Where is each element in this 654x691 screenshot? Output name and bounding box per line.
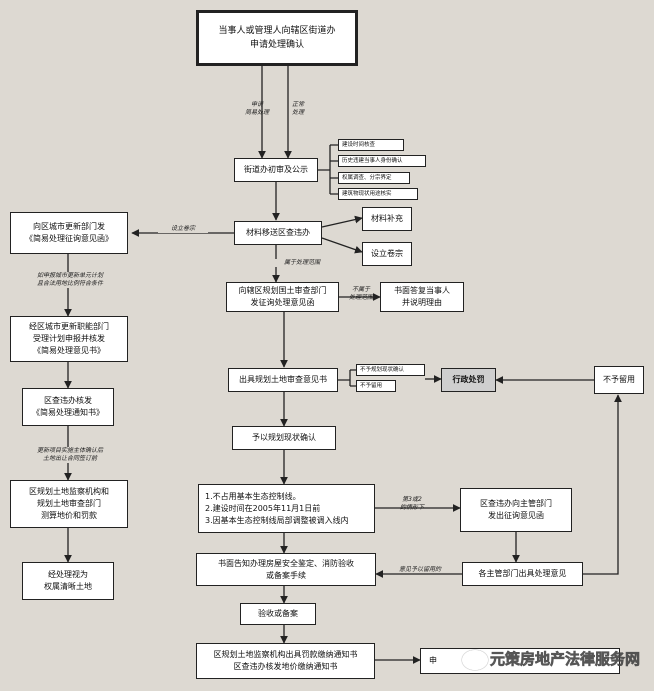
node-safety-notice: 书面告知办理房屋安全鉴定、消防验收 或备案手续: [196, 553, 376, 586]
node-confirm-status: 予以规划现状确认: [232, 426, 336, 450]
edge-n4-n6: [321, 237, 363, 254]
node-authority-opinion: 各主管部门出具处理意见: [462, 562, 583, 586]
node-transfer-materials: 材料移送区查违办: [234, 221, 322, 245]
node-create-file: 设立卷宗: [362, 242, 412, 266]
node-renewal-inquiry: 向区城市更新部门发 《简易处理征询意见函》: [10, 212, 128, 254]
node-apply-confirmation: 当事人或管理人向辖区街道办 申请处理确认: [196, 10, 358, 66]
node-construction-time-check: 建设时间核查: [338, 139, 404, 151]
label-within-scope: 属于处理范围: [272, 259, 332, 267]
label-before-contract: 更新项目实施主体确认后 土地出让合同签订前: [24, 447, 116, 463]
node-payment-notices: 区规划土地监察机构出具罚款缴纳通知书 区查违办核发地价缴纳通知书: [196, 643, 375, 679]
node-not-retained-small: 不予留用: [356, 380, 396, 392]
node-conditions-list: 1.不占用基本生态控制线。 2.建设时间在2005年11月1日前 3.因基本生态…: [198, 484, 375, 533]
edge-n22-n18: [583, 394, 622, 575]
node-administrative-penalty: 行政处罚: [441, 368, 496, 392]
node-usage-verify: 建筑物现状用途核实: [338, 188, 418, 200]
label-renewal-condition: 如申报城市更新单元计划 且合法用地比例符合条件: [24, 272, 116, 288]
node-calc-land-price: 区规划土地监察机构和 规划土地审查部门 测算地价和罚款: [10, 480, 128, 528]
node-street-preliminary-review: 街道办初审及公示: [234, 158, 318, 182]
node-clear-ownership: 经处理视为 权属清晰土地: [22, 562, 114, 600]
wechat-logo-icon: [462, 650, 488, 670]
label-opinion-retained: 意见予以留用的: [398, 566, 441, 573]
edge-n2-n3: [318, 144, 338, 195]
node-identity-confirm: 历史违建当事人身份确认: [338, 155, 426, 167]
node-planning-review-opinion: 出具规划土地审查意见书: [228, 368, 338, 392]
label-normal-process: 正常 处理: [291, 101, 304, 116]
label-out-of-scope: 不属于 处理范围: [348, 286, 373, 301]
node-no-confirmation: 不予规划现状确认: [356, 364, 425, 376]
node-planning-inquiry: 向辖区规划国土审查部门 发征询处理意见函: [226, 282, 339, 312]
label-simple-process: 申请 简易处理: [244, 101, 269, 116]
node-authority-inquiry: 区查违办向主管部门 发出征询意见函: [460, 488, 572, 532]
node-not-retained: 不予留用: [594, 366, 644, 394]
node-acceptance-filing: 验收或备案: [240, 603, 316, 625]
label-create-file: 设立卷宗: [158, 225, 208, 233]
edge-n14-n15: [338, 369, 356, 387]
label-case-2-or-3: 第3或2 的情形下: [399, 496, 424, 511]
watermark-text: 元策房地产法律服务网: [490, 650, 641, 669]
node-supplement-materials: 材料补充: [362, 207, 412, 231]
node-simple-notice: 区查违办核发 《简易处理通知书》: [22, 388, 114, 426]
edge-n4-n5: [321, 215, 363, 228]
node-renewal-opinion: 经区城市更新职能部门 受理计划申报并核发 《简易处理意见书》: [10, 316, 128, 362]
node-written-reply: 书面答复当事人 并说明理由: [380, 282, 464, 312]
node-final-step: 申: [420, 648, 620, 674]
node-ownership-survey: 权属调查、分宗界定: [338, 172, 410, 184]
